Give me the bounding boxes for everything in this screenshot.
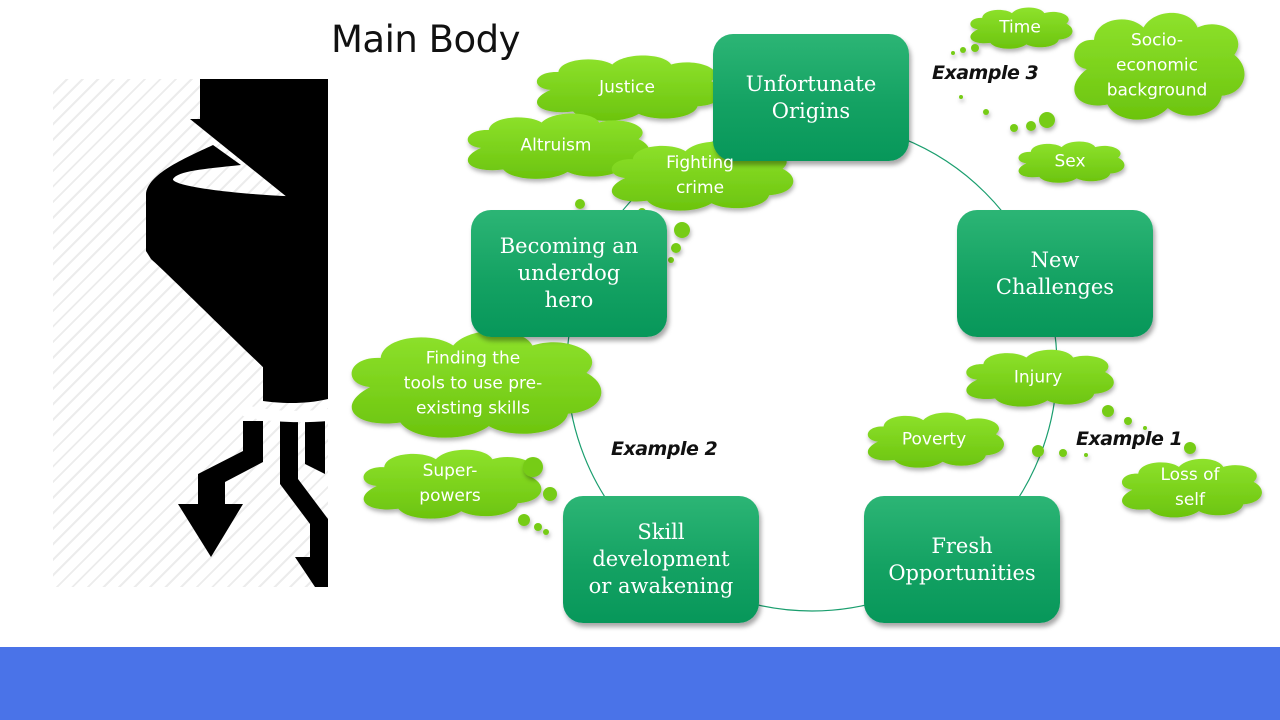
thought-bubble-dot [971,44,979,52]
cloud-altruism[interactable]: Altruism [520,135,592,156]
thought-bubble-dot [960,47,966,53]
footer-bar [0,647,1280,720]
node-underdog-hero[interactable]: Becoming an underdog hero [471,210,667,337]
thought-bubble-dot [1184,442,1196,454]
thought-bubble-dot [518,514,530,526]
example-2-label: Example 2 [611,438,718,460]
thought-bubble-dot [668,257,674,263]
thought-bubble-dot [983,109,989,115]
thought-bubble-dot [1059,449,1067,457]
slide-title: Main Body [331,18,521,61]
example-3-label: Example 3 [932,62,1039,84]
thought-bubble-dot [1143,426,1147,430]
hat-funnel-icon [146,79,328,587]
thought-bubble-dot [543,487,557,501]
cloud-fighting-crime[interactable]: Fighting crime [666,153,734,198]
cloud-superpowers[interactable]: Super- powers [419,461,481,506]
thought-bubble-dot [523,457,543,477]
node-skill-development[interactable]: Skill development or awakening [563,496,759,623]
thought-bubble-dot [1124,417,1132,425]
cloud-poverty[interactable]: Poverty [901,429,967,450]
thought-bubble-dot [1026,121,1036,131]
node-fresh-opportunities[interactable]: Fresh Opportunities [864,496,1060,623]
thought-bubble-dot [671,243,681,253]
thought-bubble-dot [1010,124,1018,132]
thought-bubble-dot [951,51,955,55]
thought-bubble-dot [1084,453,1088,457]
thought-bubble-dot [1039,112,1055,128]
cloud-loss-of-self[interactable]: Loss of self [1160,465,1220,510]
thought-bubble-dot [543,529,549,535]
thought-bubble-dot [534,523,542,531]
cloud-justice[interactable]: Justice [599,77,655,98]
thought-bubble-dot [674,222,690,238]
node-new-challenges[interactable]: New Challenges [957,210,1153,337]
hat-funnel-picture [53,79,328,587]
thought-bubble-dot [1102,405,1114,417]
example-1-label: Example 1 [1076,428,1183,450]
thought-bubble-dot [959,95,963,99]
cloud-time[interactable]: Time [999,17,1041,38]
thought-bubble-dot [1032,445,1044,457]
cloud-finding-tools[interactable]: Finding the tools to use pre- existing s… [403,348,543,419]
node-unfortunate-origins[interactable]: Unfortunate Origins [713,34,909,161]
cloud-socio-economic[interactable]: Socio- economic background [1106,30,1208,101]
cloud-sex[interactable]: Sex [1054,151,1086,172]
cloud-injury[interactable]: Injury [1013,367,1063,388]
thought-bubble-dot [575,199,585,209]
